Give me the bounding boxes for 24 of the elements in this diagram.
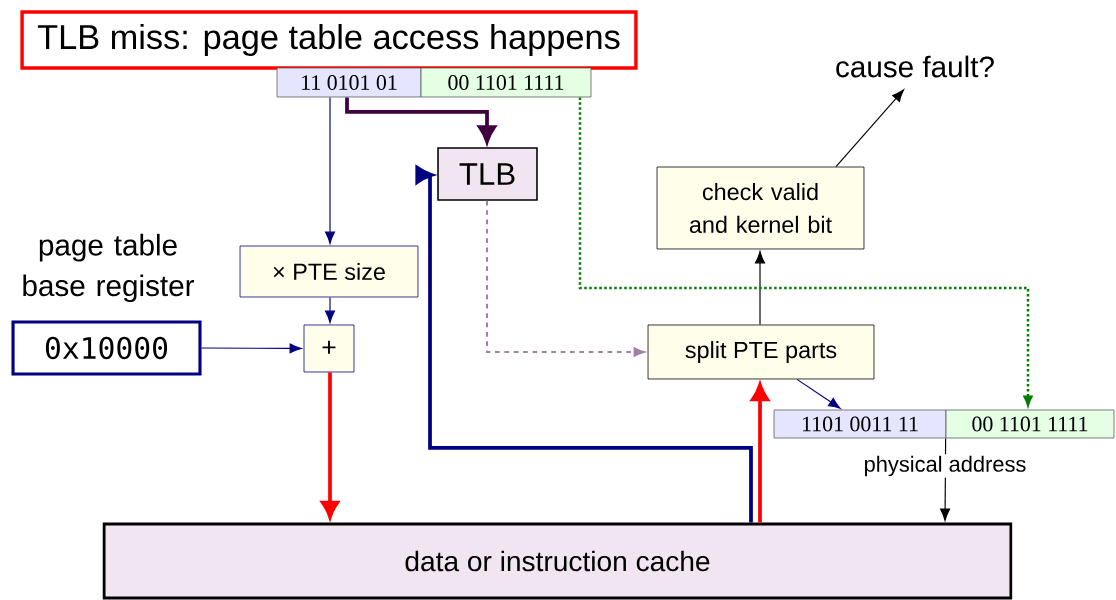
address-bits: 00 1101 1111: [420, 67, 592, 98]
arrow: [200, 343, 302, 354]
address-bits: 11 0101 01: [276, 67, 422, 98]
arrow: [325, 296, 336, 323]
process-box: check valid and kernel bit: [656, 166, 865, 250]
process-box: split PTE parts: [647, 324, 875, 380]
tlb-box: TLB: [437, 147, 538, 201]
register-label: page table base register: [23, 233, 195, 303]
arrow: [835, 89, 905, 168]
arrow: [325, 96, 336, 244]
register-box: 0x10000: [11, 320, 202, 376]
cache-box: data or instruction cache: [102, 522, 1013, 600]
arrow: [415, 166, 753, 523]
address-bits: 1101 0011 11: [773, 409, 947, 439]
arrow: [755, 251, 765, 326]
arrow: [345, 97, 496, 144]
adder-box: +: [303, 324, 355, 373]
arrow: [486, 200, 645, 357]
address-bits: 00 1101 1111: [945, 409, 1115, 439]
title-box: TLB miss: page table access happens: [20, 10, 638, 70]
process-box: × PTE size: [239, 245, 419, 298]
arrow: [796, 378, 841, 409]
result-text: cause fault?: [836, 55, 994, 78]
address-label: physical address: [862, 454, 1028, 478]
